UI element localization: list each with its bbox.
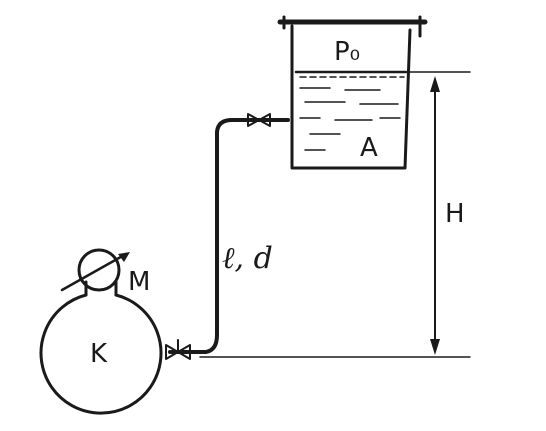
tank: P₀ A <box>277 15 428 170</box>
pressure-gauge-icon <box>77 248 121 292</box>
vessel-body <box>39 293 163 415</box>
pressure-gauge: M <box>60 248 150 297</box>
tank-pressure-label: P₀ <box>334 37 360 67</box>
arrow-down-icon <box>430 339 440 355</box>
height-label: H <box>445 199 465 229</box>
gauge-label: M <box>128 267 150 297</box>
upper-valve <box>247 113 271 127</box>
needle-arrow-icon <box>118 252 130 262</box>
liquid-hatching <box>299 87 401 151</box>
pipe-label: ℓ, d <box>222 241 273 276</box>
tank-walls <box>290 24 412 170</box>
lower-valve <box>165 339 191 360</box>
vessel-label: K <box>90 339 108 369</box>
pipe: ℓ, d <box>168 118 290 354</box>
gauge-needle <box>60 252 128 292</box>
valve-icon <box>247 113 260 127</box>
arrow-up-icon <box>430 76 440 92</box>
vessel: K <box>39 280 163 415</box>
tank-label: A <box>360 133 378 163</box>
height-dimension: H <box>199 71 471 358</box>
pipe-line <box>168 118 290 354</box>
valve-icon <box>165 344 179 360</box>
